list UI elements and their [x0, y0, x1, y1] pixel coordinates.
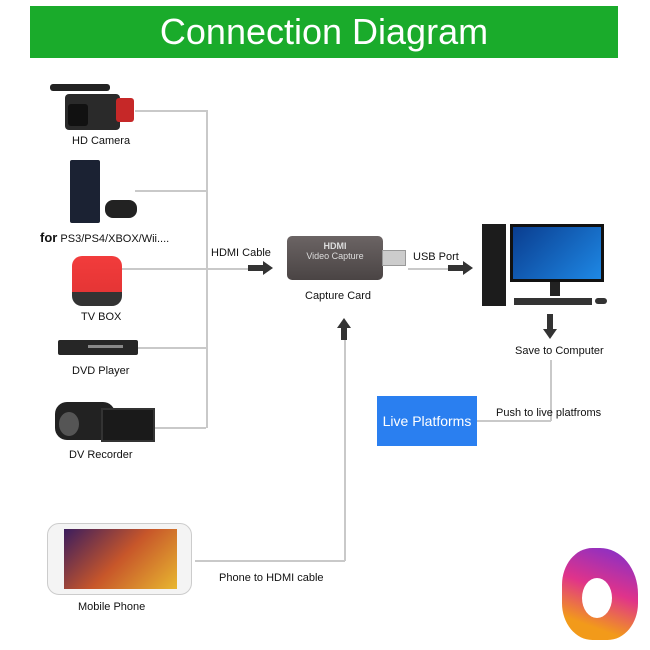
device-label: for PS3/PS4/XBOX/Wii....	[40, 230, 169, 245]
connector-line	[150, 427, 206, 429]
device-label: DVD Player	[72, 365, 130, 377]
connector-line	[138, 347, 206, 349]
arrow-shaft	[448, 265, 464, 271]
connector-line	[408, 268, 448, 270]
tv-box-icon	[72, 256, 122, 306]
connector-line	[477, 420, 551, 422]
capture-card-label: Capture Card	[305, 290, 372, 302]
computer-icon	[480, 222, 610, 308]
connector-line	[122, 268, 250, 270]
device-label-prefix: for	[40, 230, 58, 245]
connector-line	[206, 110, 208, 428]
arrow-right-icon	[263, 261, 273, 275]
arrow-right-icon	[463, 261, 473, 275]
device-label: DV Recorder	[69, 449, 133, 461]
save-to-computer-label: Save to Computer	[515, 345, 604, 357]
live-platforms-box: Live Platforms	[377, 396, 477, 446]
capture-card-brand: HDMI	[323, 241, 347, 251]
capture-card-icon: HDMI Video Capture	[287, 236, 383, 280]
push-to-live-label: Push to live platfroms	[496, 407, 602, 419]
connector-line	[135, 190, 206, 192]
connector-line	[135, 110, 206, 112]
connector-line	[550, 360, 552, 421]
hdmi-cable-label: HDMI Cable	[211, 247, 271, 259]
arrow-shaft	[547, 314, 553, 330]
connector-line	[344, 335, 346, 561]
camcorder-icon	[50, 80, 135, 132]
diagram-title: Connection Diagram	[30, 6, 618, 58]
brand-logo	[562, 548, 638, 640]
arrow-up-icon	[337, 318, 351, 328]
capture-card-subtitle: Video Capture	[306, 251, 364, 261]
device-label: HD Camera	[72, 135, 131, 147]
arrow-down-icon	[543, 329, 557, 339]
device-label-text: PS3/PS4/XBOX/Wii....	[60, 233, 170, 245]
arrow-shaft	[248, 265, 264, 271]
arrow-shaft	[341, 328, 347, 340]
usb-plug-icon	[382, 250, 406, 266]
connector-line	[195, 560, 345, 562]
dv-recorder-icon	[55, 392, 155, 442]
mobile-phone-icon	[47, 523, 192, 595]
device-label: Mobile Phone	[78, 601, 146, 613]
usb-port-label: USB Port	[413, 251, 459, 263]
phone-cable-label: Phone to HDMI cable	[219, 572, 324, 584]
dvd-player-icon	[58, 340, 138, 355]
game-console-icon	[70, 160, 140, 224]
device-label: TV BOX	[81, 311, 122, 323]
